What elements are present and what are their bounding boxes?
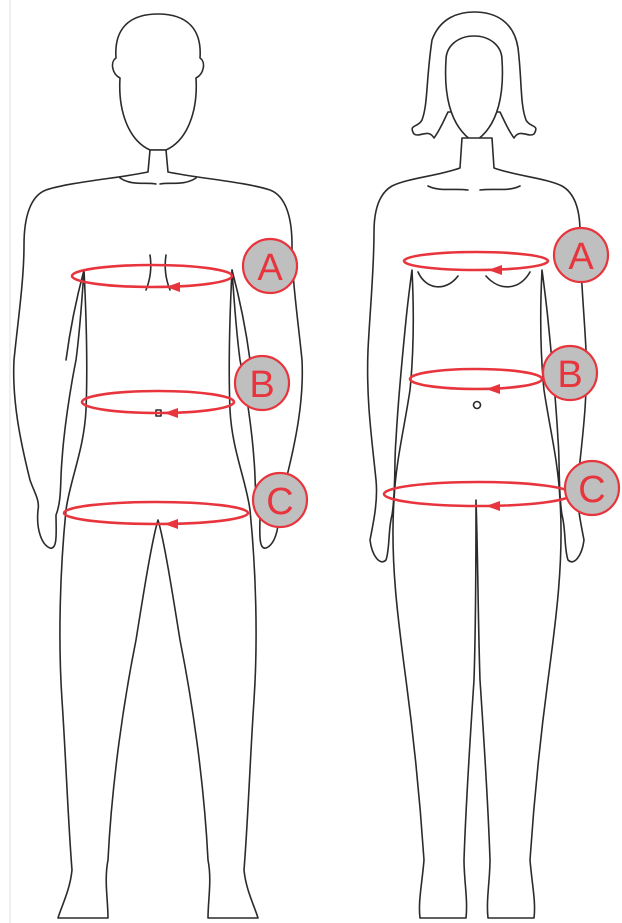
male-badge-a: A [243,239,297,293]
male-badge-a-label: A [257,247,283,289]
female-badge-b: B [543,346,597,400]
male-badge-c-label: C [266,481,293,523]
female-badge-a: A [554,228,608,282]
male-badge-b: B [235,356,289,410]
female-figure [368,12,587,918]
male-badge-b-label: B [249,364,274,406]
female-face [446,36,503,142]
male-badge-c: C [253,473,307,527]
male-figure [14,14,303,918]
female-badge-c: C [565,461,619,515]
female-badge-c-label: C [578,469,605,511]
female-badge-a-label: A [568,236,594,278]
female-badge-b-label: B [557,354,582,396]
male-head [113,14,204,150]
